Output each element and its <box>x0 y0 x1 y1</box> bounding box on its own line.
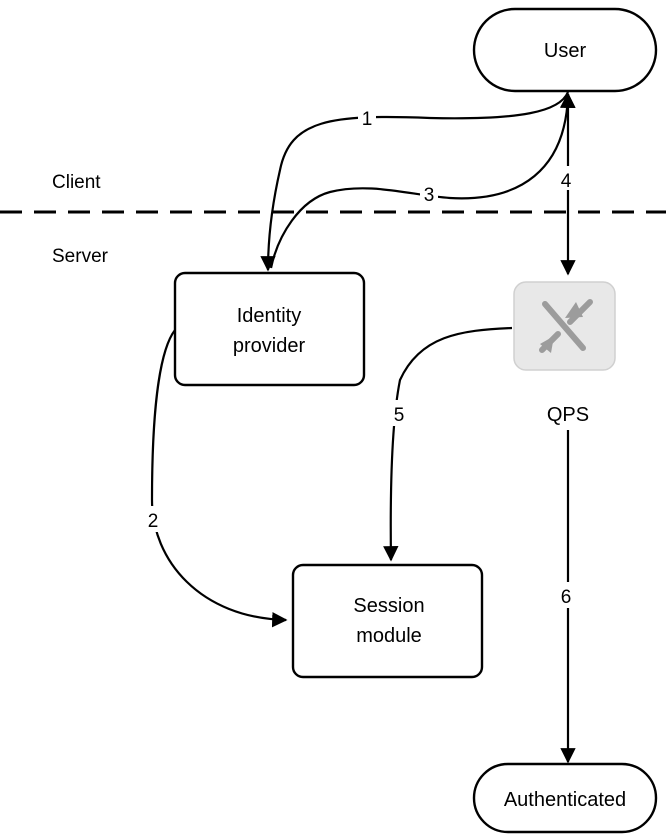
step-label-3: 3 <box>420 180 438 206</box>
identity-provider-node: Identity provider <box>173 271 366 387</box>
flow-5-arrow <box>383 326 513 562</box>
flow-2-arrow <box>150 329 288 628</box>
qps-node: QPS <box>513 281 616 426</box>
step-label-6: 6 <box>556 582 576 608</box>
identity-provider-label-line1: Identity <box>237 305 301 327</box>
svg-text:6: 6 <box>561 587 572 608</box>
step-label-1: 1 <box>358 104 376 130</box>
proxy-arrow-head-bottom <box>540 336 554 353</box>
qps-label: QPS <box>547 404 589 426</box>
session-module-label-line1: Session <box>353 595 424 617</box>
user-label: User <box>544 40 587 62</box>
svg-text:4: 4 <box>561 171 572 192</box>
client-zone-label: Client <box>52 172 101 193</box>
user-node: User <box>472 7 658 93</box>
step-label-5: 5 <box>390 400 408 426</box>
identity-provider-label-line2: provider <box>233 335 306 357</box>
server-zone-label: Server <box>52 246 109 267</box>
session-module-node: Session module <box>291 563 484 679</box>
svg-text:1: 1 <box>362 109 373 130</box>
authenticated-label: Authenticated <box>504 789 626 811</box>
step-label-4: 4 <box>556 166 576 192</box>
flow-1-arrow <box>260 91 570 272</box>
svg-text:2: 2 <box>148 511 159 532</box>
svg-text:5: 5 <box>394 405 405 426</box>
session-module-label-line2: module <box>356 625 422 647</box>
authenticated-node: Authenticated <box>472 762 658 834</box>
flow-3-arrow <box>269 92 576 269</box>
svg-text:3: 3 <box>424 185 435 206</box>
proxy-arrow-head-top <box>565 302 583 318</box>
step-label-2: 2 <box>144 506 162 532</box>
